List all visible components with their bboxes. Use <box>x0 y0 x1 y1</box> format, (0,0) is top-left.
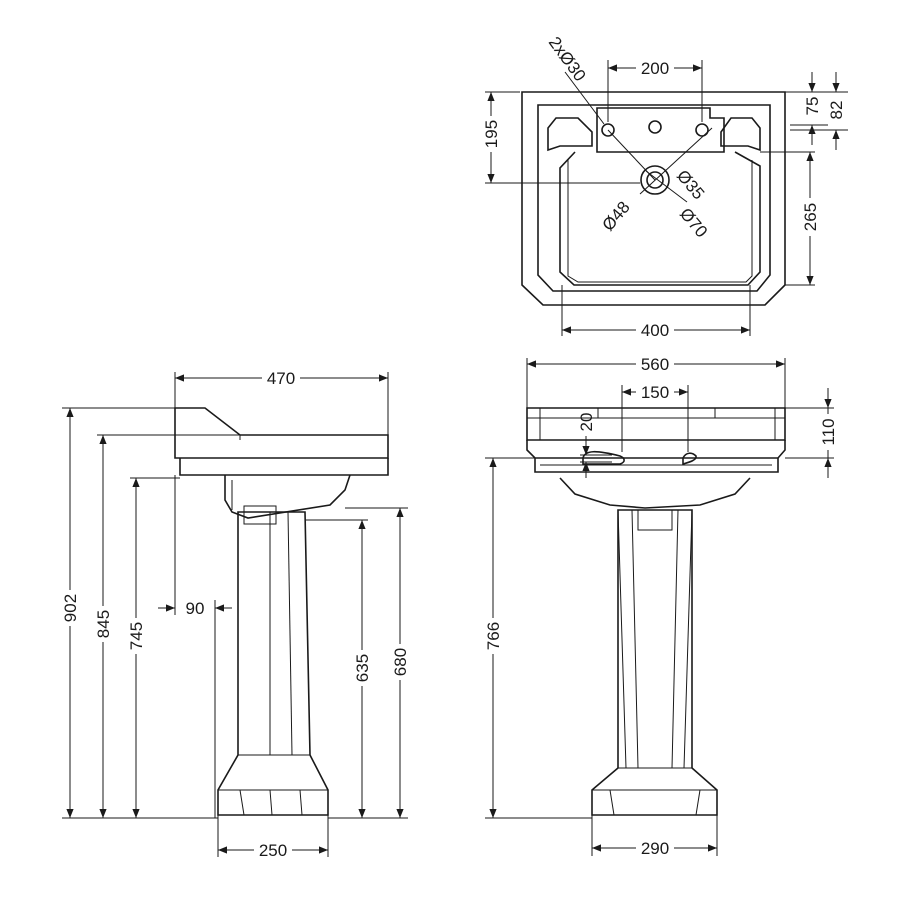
dim-label-265: 265 <box>801 203 820 231</box>
dim-label-845: 845 <box>94 610 113 638</box>
dim-rim-110: 110 <box>785 388 839 478</box>
front-view: 560 150 20 110 <box>482 354 839 858</box>
dim-base-front: 290 <box>591 815 718 858</box>
dim-tap-spacing: 200 <box>607 58 703 122</box>
dim-pedestal-635: 635 <box>305 519 408 819</box>
dim-label-90: 90 <box>186 599 205 618</box>
dim-depth: 470 <box>174 368 389 435</box>
dim-label-195: 195 <box>482 120 501 148</box>
dim-label-70: Ø70 <box>676 204 711 241</box>
dim-back-depth: 195 <box>479 91 640 184</box>
tap-hole-left <box>601 123 615 137</box>
dim-label-110: 110 <box>819 418 838 445</box>
dim-pedestal-height: 766 <box>482 457 592 819</box>
dim-pedestal-680: 680 <box>345 507 411 818</box>
pedestal-side <box>217 511 329 816</box>
dim-waste-offset: 90 <box>158 475 232 818</box>
pedestal-front <box>591 509 718 816</box>
dim-label-200: 200 <box>641 59 669 78</box>
basin-outline-front <box>526 407 786 509</box>
basin-outline-plan <box>521 91 786 306</box>
dim-label-470: 470 <box>267 369 295 388</box>
dim-label-tap-holes: 2xØ30 <box>545 33 590 85</box>
dim-label-400: 400 <box>641 321 669 340</box>
basin-outline-side <box>174 407 389 525</box>
dim-underside-height: 745 <box>125 477 180 818</box>
dim-rim-20: 20 <box>577 413 612 478</box>
dim-label-48: Ø48 <box>599 198 634 235</box>
dim-tap-holes: 2xØ30 <box>545 33 605 125</box>
dim-width: 560 <box>526 354 786 408</box>
dim-deck: 75 82 <box>785 72 848 150</box>
dim-rim-height: 845 <box>92 434 240 818</box>
dim-label-250: 250 <box>259 841 287 860</box>
top-view: 200 2xØ30 Ø35 Ø70 Ø48 195 <box>479 33 848 340</box>
dim-label-20: 20 <box>577 413 596 432</box>
waste-outer <box>640 165 670 195</box>
dim-tap-centres: 150 <box>621 382 689 452</box>
side-view: 470 902 845 745 <box>59 368 411 860</box>
dim-label-902: 902 <box>61 594 80 622</box>
waste-inner <box>646 171 664 189</box>
dim-width-inner: 400 <box>561 285 751 340</box>
dim-label-560: 560 <box>641 355 669 374</box>
dim-label-635: 635 <box>353 654 372 682</box>
dim-label-75: 75 <box>803 97 822 116</box>
dim-label-290: 290 <box>641 839 669 858</box>
dim-label-766: 766 <box>484 622 503 650</box>
dim-label-35: Ø35 <box>673 166 708 203</box>
dim-base-side: 250 <box>217 815 329 860</box>
dim-label-680: 680 <box>391 648 410 676</box>
dim-label-82: 82 <box>827 101 846 120</box>
tap-hole-center <box>648 120 662 134</box>
tap-hole-right <box>695 123 709 137</box>
dim-label-745: 745 <box>127 622 146 650</box>
dim-bowl-depth: 265 <box>760 151 821 286</box>
dim-waste: Ø35 Ø70 Ø48 <box>599 127 713 241</box>
dim-label-150: 150 <box>641 383 669 402</box>
dim-overall-height: 902 <box>59 407 218 819</box>
